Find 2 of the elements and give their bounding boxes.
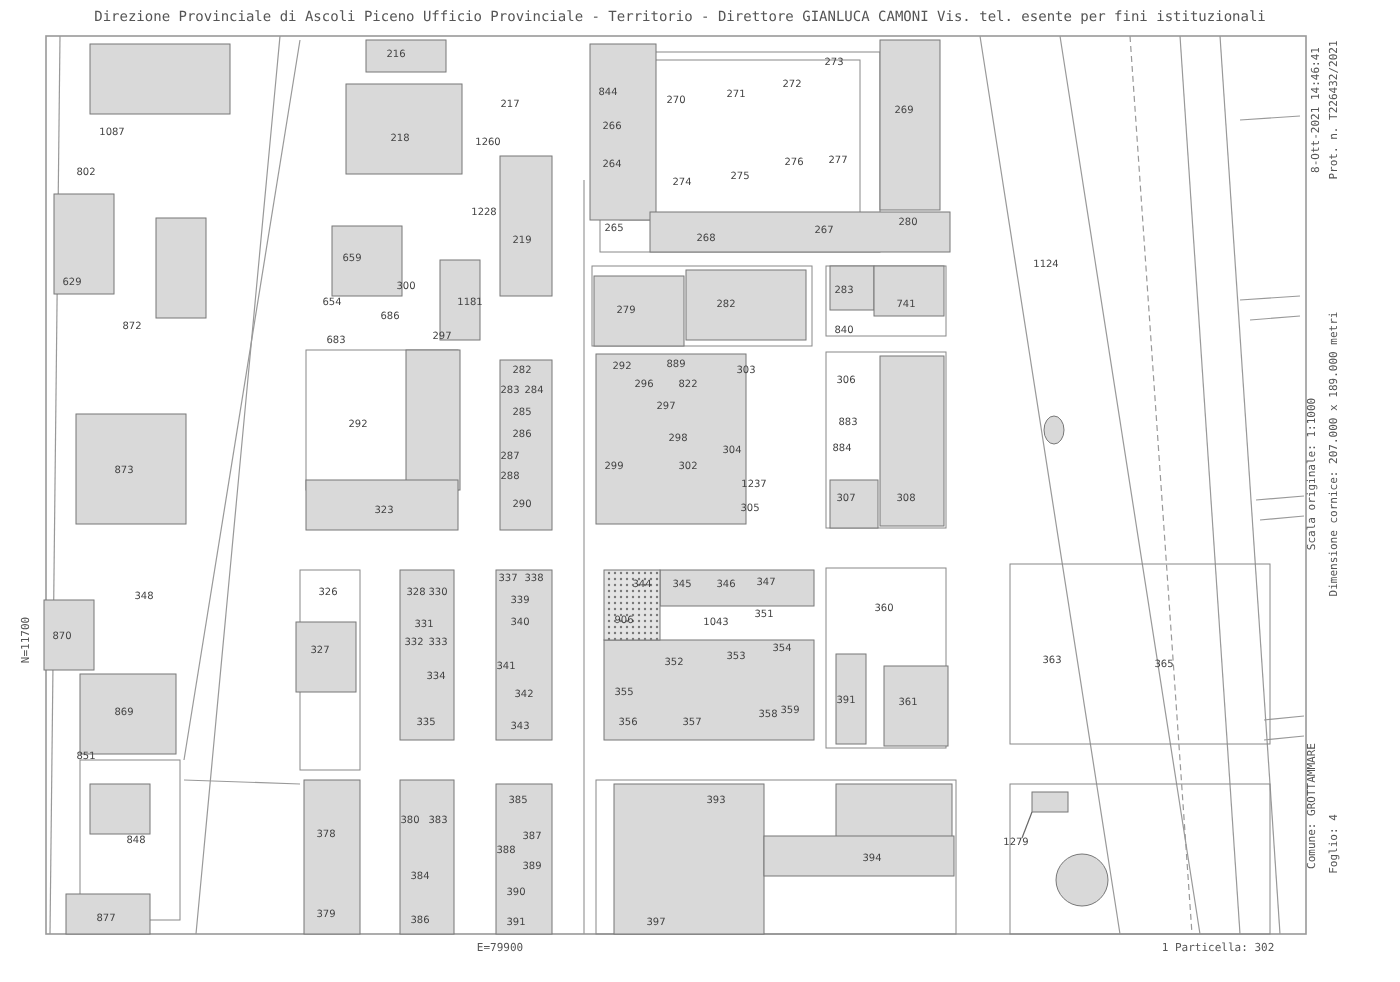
leader-line (1021, 811, 1033, 839)
building-block (1031, 791, 1069, 813)
